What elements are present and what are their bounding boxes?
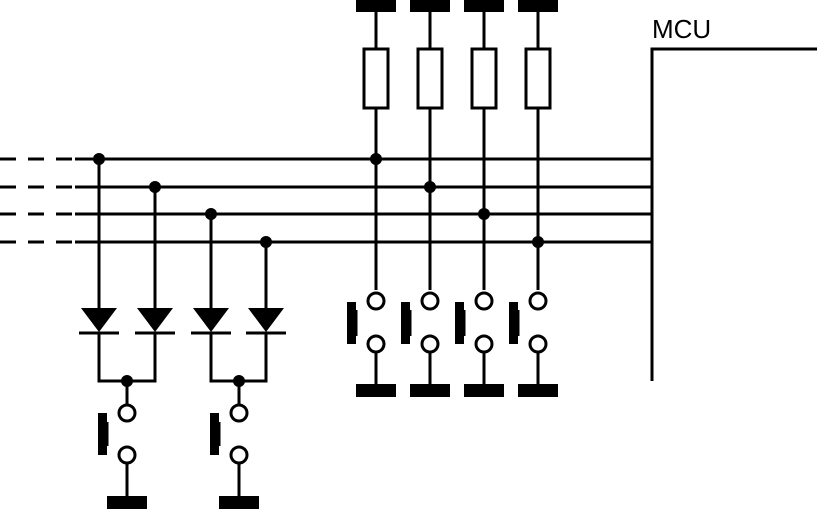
ground-bar [464,0,504,12]
junction-dot [370,153,382,165]
switch-contact [420,291,440,311]
pullup-column-1 [347,0,396,397]
switch-contact [229,445,249,465]
pullup-column-4 [509,0,558,397]
mcu-label: MCU [652,14,711,44]
diode-group-2 [191,208,286,509]
switch-contact [528,334,548,354]
switch-contact [474,291,494,311]
switch-contact [420,334,440,354]
diode-group-1 [79,153,175,509]
pullup-resistor [470,47,498,110]
wire [97,333,157,383]
junction-dot [205,208,217,220]
switch-contact [474,334,494,354]
junction-dot [149,181,161,193]
ground-bar [356,0,396,12]
switch-contact [366,291,386,311]
pullup-resistor [416,47,444,110]
junction-dot [260,236,272,248]
pullup-column-3 [455,0,504,397]
pullup-resistor [362,47,390,110]
pullup-column-2 [401,0,450,397]
junction-dot [93,153,105,165]
ground-bar [356,384,396,397]
diode-icon [137,308,173,332]
switch-contact [117,445,137,465]
switch-button [210,413,219,455]
mcu-outline [650,47,817,381]
junction-dot [532,236,544,248]
junction-dot [424,181,436,193]
ground-bar [464,384,504,397]
ground-bar [219,496,259,509]
switch-button [509,302,518,344]
switch-button [98,413,107,455]
wire [209,333,268,383]
bus-lines [0,157,652,244]
switch-contact [229,403,249,423]
switch-contact [528,291,548,311]
ground-bar [410,0,450,12]
ground-bar [518,0,558,12]
switch-button [455,302,464,344]
switch-contact [117,403,137,423]
ground-bar [107,496,147,509]
ground-bar [518,384,558,397]
diode-icon [248,308,284,332]
switch-contact [366,334,386,354]
diode-icon [193,308,229,332]
mcu-block: MCU [650,14,817,381]
junction-dot [478,208,490,220]
switch-button [347,302,356,344]
ground-bar [410,384,450,397]
pullup-resistor [524,47,552,110]
diode-icon [81,308,117,332]
switch-button [401,302,410,344]
